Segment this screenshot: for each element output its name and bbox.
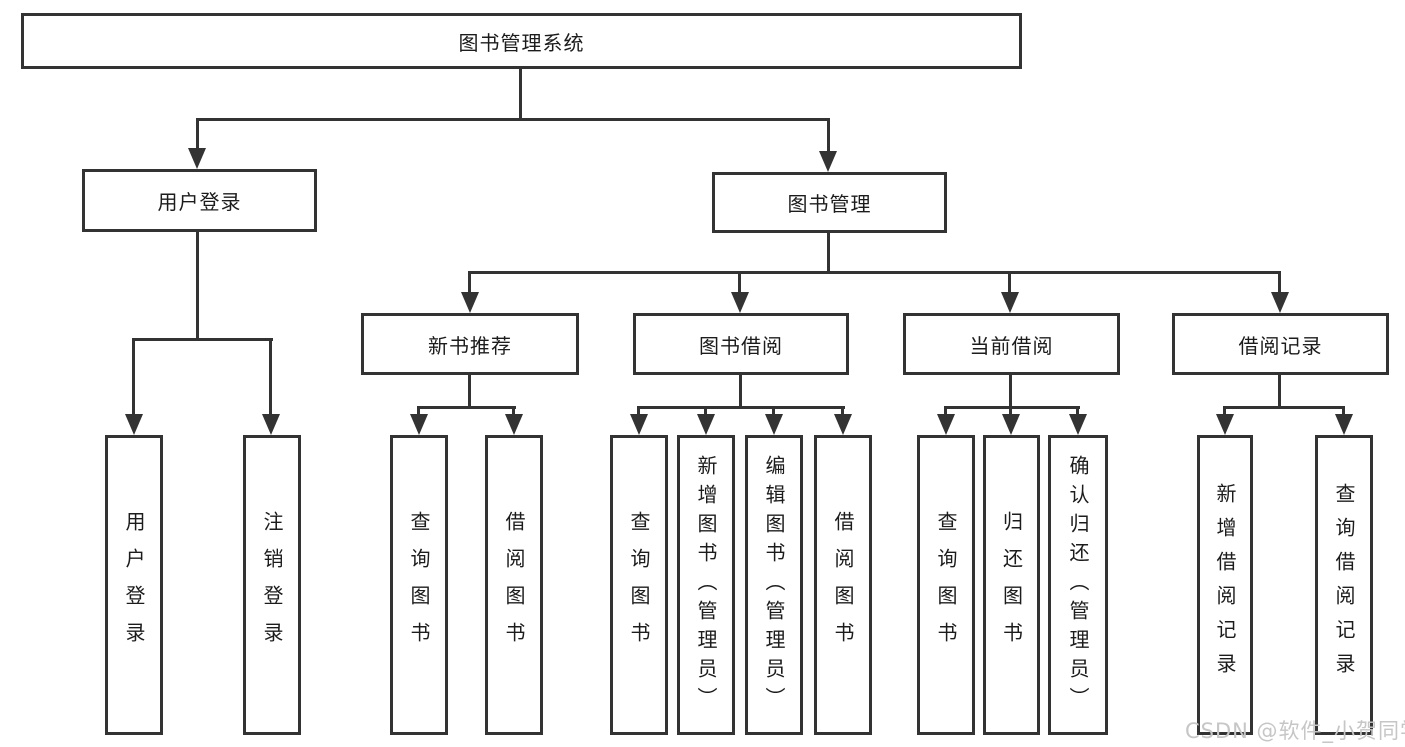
arrow-down-icon [410,414,428,435]
connector-line [827,233,830,273]
arrow-down-icon [1001,292,1019,313]
node-label: 查询图书 [627,511,651,659]
node-root-library-system: 图书管理系统 [21,13,1022,69]
node-label: 图书管理系统 [458,30,585,55]
connector-line [417,406,420,416]
connector-line [841,406,844,416]
node-label: 编辑图书（管理员） [762,454,786,716]
node-label: 新增借阅记录 [1213,483,1237,687]
leaf-add-books-admin: 新增图书（管理员） [677,435,735,735]
node-label: 借阅图书 [502,511,526,659]
connector-line [1342,406,1345,416]
node-label: 图书管理 [787,192,872,216]
node-user-login: 用户登录 [82,169,317,232]
connector-line [704,406,707,416]
arrow-down-icon [188,148,206,169]
leaf-return-books: 归还图书 [983,435,1040,735]
arrow-down-icon [731,292,749,313]
arrow-down-icon [819,151,837,172]
connector-line [468,271,471,293]
connector-line [637,406,640,416]
node-label: 查询图书 [934,511,958,659]
node-label: 借阅图书 [831,511,855,659]
node-label: 用户登录 [122,511,146,659]
connector-line [132,338,135,415]
leaf-query-borrow-record: 查询借阅记录 [1315,435,1373,735]
connector-line [772,406,775,416]
leaf-edit-books-admin: 编辑图书（管理员） [745,435,803,735]
connector-line [1076,406,1079,416]
node-current-borrow: 当前借阅 [903,313,1120,375]
arrow-down-icon [630,414,648,435]
leaf-add-borrow-record: 新增借阅记录 [1197,435,1253,735]
connector-line [827,118,830,152]
node-label: 新增图书（管理员） [694,454,718,716]
node-book-borrow: 图书借阅 [633,313,849,375]
leaf-user-login: 用户登录 [105,435,163,735]
csdn-watermark: CSDN @软件_小贺同学 [1185,719,1405,743]
connector-line [133,338,273,341]
node-label: 查询图书 [407,511,431,659]
connector-line [269,338,272,415]
arrow-down-icon [1335,414,1353,435]
arrow-down-icon [262,414,280,435]
node-label: 图书借阅 [699,333,783,358]
node-label: 用户登录 [157,190,242,214]
node-label: 查询借阅记录 [1332,483,1356,687]
connector-line [1009,406,1012,416]
connector-line [944,406,1080,409]
node-book-management: 图书管理 [712,172,947,233]
arrow-down-icon [697,414,715,435]
arrow-down-icon [834,414,852,435]
node-label: 新书推荐 [428,333,512,358]
leaf-query-books-borrow: 查询图书 [610,435,668,735]
connector-line [512,406,515,416]
leaf-borrow-books: 借阅图书 [814,435,872,735]
connector-line [196,232,199,338]
connector-line [738,271,741,293]
leaf-query-books-recommend: 查询图书 [390,435,448,735]
connector-line [637,406,845,409]
leaf-borrow-books-recommend: 借阅图书 [485,435,543,735]
node-borrow-records: 借阅记录 [1172,313,1389,375]
arrow-down-icon [505,414,523,435]
connector-line [1278,271,1281,293]
arrow-down-icon [765,414,783,435]
arrow-down-icon [1271,292,1289,313]
arrow-down-icon [1002,414,1020,435]
arrow-down-icon [461,292,479,313]
connector-line [469,271,1281,274]
node-label: 当前借阅 [969,333,1054,358]
leaf-query-books-current: 查询图书 [917,435,975,735]
connector-line [1223,406,1226,416]
node-label: 借阅记录 [1238,333,1323,358]
arrow-down-icon [937,414,955,435]
connector-line [196,118,199,149]
node-label: 归还图书 [999,511,1024,659]
connector-line [417,406,516,409]
arrow-down-icon [125,414,143,435]
connector-line [468,375,471,406]
node-label: 确认归还（管理员） [1066,454,1090,716]
arrow-down-icon [1069,414,1087,435]
node-new-book-recommend: 新书推荐 [361,313,579,375]
leaf-logout: 注销登录 [243,435,301,735]
connector-line [739,375,742,406]
connector-line [1223,406,1345,409]
connector-line [197,118,830,121]
connector-line [519,69,522,118]
arrow-down-icon [1216,414,1234,435]
connector-line [1009,375,1012,406]
connector-line [1278,375,1281,406]
leaf-confirm-return-admin: 确认归还（管理员） [1048,435,1108,735]
connector-line [1008,271,1011,293]
connector-line [944,406,947,416]
node-label: 注销登录 [260,511,284,659]
